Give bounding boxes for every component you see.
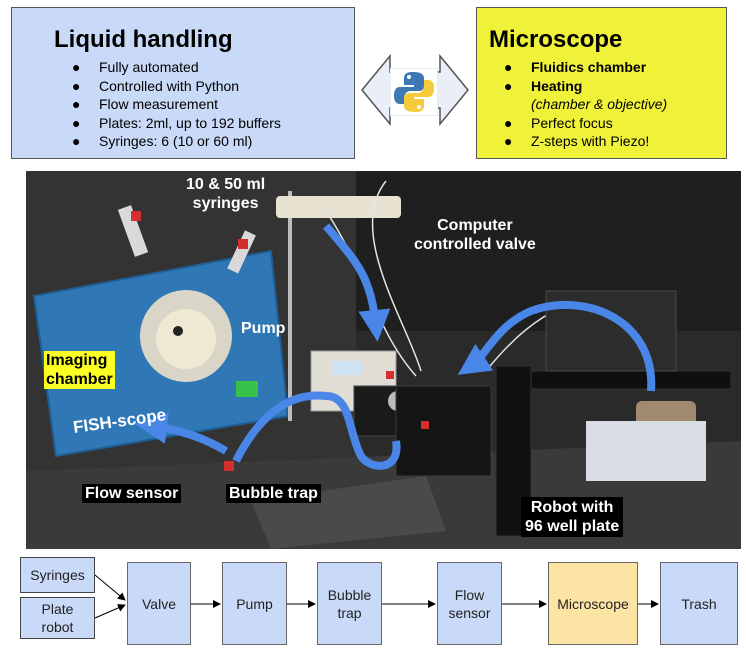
list-item-text: Controlled with Python <box>99 77 240 94</box>
trash-box: Trash <box>660 562 738 645</box>
python-logo-icon <box>390 68 438 116</box>
list-item: ●Plates: 2ml, up to 192 buffers <box>72 114 281 131</box>
pump-label: Pump <box>241 320 286 337</box>
setup-photo: FISH-scope 10 & 50 ml syringes Computer … <box>26 171 741 549</box>
list-item-text: Z-steps with Piezo! <box>531 133 650 149</box>
pump-box: Pump <box>222 562 287 645</box>
box-label: Syringes <box>30 567 85 583</box>
syringes-label: 10 & 50 ml syringes <box>186 175 265 213</box>
syringe-flow-arrow <box>322 223 391 342</box>
microscope-title: Microscope <box>489 26 623 53</box>
box-label: Microscope <box>557 595 629 612</box>
list-item-text: Perfect focus <box>531 114 613 131</box>
chamber-flow-arrow <box>135 412 229 455</box>
valve-box: Valve <box>127 562 191 645</box>
list-item-text: Syringes: 6 (10 or 60 ml) <box>99 133 253 149</box>
robot-label: Robot with 96 well plate <box>521 497 624 537</box>
flow-sensor-box: Flow sensor <box>437 562 502 645</box>
microscope-list: ●Fluidics chamber ●Heating (chamber & ob… <box>504 58 667 151</box>
box-label: Plate robot <box>41 601 74 635</box>
list-item-text: Fluidics chamber <box>531 59 647 75</box>
valve-label: Computer controlled valve <box>414 216 536 254</box>
plate-robot-box: Plate robot <box>20 597 95 639</box>
list-item: ●Heating <box>504 77 583 94</box>
box-label: Valve <box>142 595 176 612</box>
list-item-subtext: (chamber & objective) <box>504 95 667 114</box>
list-item: ●Fully automated <box>72 59 199 75</box>
list-item-text: Fully automated <box>99 59 199 75</box>
bubble-trap-label: Bubble trap <box>226 484 321 503</box>
list-item-text: (chamber & objective) <box>531 96 668 112</box>
liquid-handling-list: ●Fully automated ●Controlled with Python… <box>72 58 281 151</box>
flow-sensor-label: Flow sensor <box>82 484 182 503</box>
microscope-box: Microscope <box>548 562 638 645</box>
box-label: Pump <box>236 595 273 612</box>
outlet-flow-arrow <box>232 391 401 470</box>
list-item-text: Flow measurement <box>99 96 219 112</box>
liquid-handling-panel: Liquid handling ●Fully automated ●Contro… <box>11 7 355 159</box>
microscope-panel: Microscope ●Fluidics chamber ●Heating (c… <box>476 7 727 159</box>
liquid-handling-title: Liquid handling <box>54 26 233 53</box>
robot-flow-arrow <box>457 300 656 392</box>
list-item-text: Plates: 2ml, up to 192 buffers <box>99 114 281 131</box>
list-item: ●Controlled with Python <box>72 77 240 94</box>
imaging-chamber-label: Imaging chamber <box>44 351 115 389</box>
list-item: ●Z-steps with Piezo! <box>504 133 650 149</box>
syringes-box: Syringes <box>20 557 95 593</box>
list-item: ●Fluidics chamber <box>504 59 647 75</box>
box-label: Flow sensor <box>448 586 491 621</box>
box-label: Trash <box>681 595 717 612</box>
bubble-trap-box: Bubble trap <box>317 562 382 645</box>
list-item: ●Flow measurement <box>72 96 219 112</box>
list-item: ●Perfect focus <box>504 114 613 131</box>
box-label: Bubble trap <box>327 586 372 621</box>
plate-to-valve-arrow <box>94 604 126 619</box>
syringes-to-valve-arrow <box>94 574 126 601</box>
label-line: 10 & 50 ml syringes <box>186 176 266 212</box>
list-item-text: Heating <box>531 77 583 94</box>
list-item: ●Syringes: 6 (10 or 60 ml) <box>72 133 253 149</box>
label-line: Computer controlled valve <box>414 217 536 253</box>
